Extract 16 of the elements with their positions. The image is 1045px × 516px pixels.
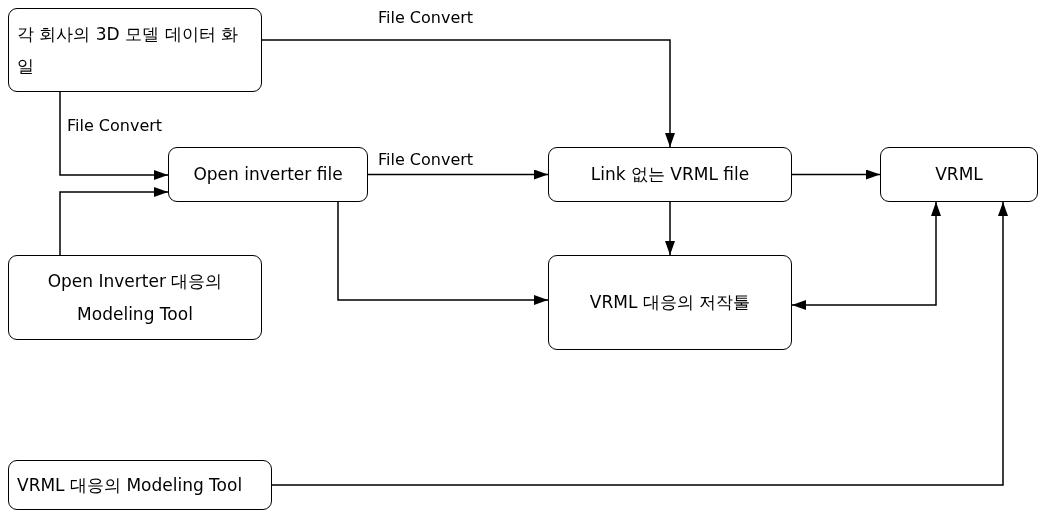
arrow [367, 169, 549, 180]
arrow [791, 169, 881, 180]
process-box: 각 회사의 3D 모델 데이터 화일 [8, 8, 262, 92]
process-box: VRML [880, 147, 1038, 202]
process-box: VRML 대응의 저작툴 [548, 255, 792, 350]
arrow [791, 201, 941, 310]
arrow [665, 201, 675, 256]
arrow [59, 91, 169, 180]
process-box: Open inverter file [168, 147, 368, 202]
process-box: Open Inverter 대응의 Modeling Tool [8, 255, 262, 340]
arrow [271, 201, 1008, 486]
process-box: VRML 대응의 Modeling Tool [8, 460, 272, 510]
arrow [59, 187, 169, 256]
process-box: Link 없는 VRML file [548, 147, 792, 202]
arrow [261, 39, 675, 148]
arrow [337, 201, 549, 305]
